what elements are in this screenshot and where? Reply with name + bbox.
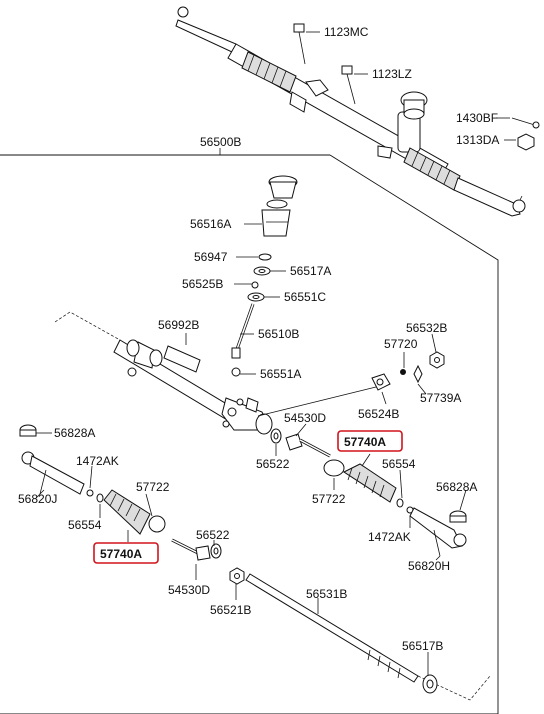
part-56510B-illustration (231, 303, 255, 359)
part-57740A-right-label: 57740A (344, 435, 386, 449)
part-56522-left-illustration (210, 543, 222, 559)
part-56992B-housing-illustration (54, 311, 381, 435)
part-56525B-illustration (251, 281, 259, 289)
part-1472AK-left-label: 1472AK (76, 454, 119, 468)
part-56522-right-illustration (270, 428, 282, 444)
part-56524B-label: 56524B (358, 407, 399, 421)
part-1123LZ-label: 1123LZ (372, 67, 412, 81)
assembly-frame (0, 148, 499, 714)
part-56517A-illustration (253, 266, 271, 276)
part-56522-left-label: 56522 (196, 528, 230, 542)
part-57740A-left-label: 57740A (100, 547, 142, 561)
part-1472AK-left-illustration (86, 489, 94, 497)
part-54530D-right-illustration (285, 433, 331, 458)
part-57739A-label: 57739A (420, 391, 461, 405)
part-56521B-label: 56521B (210, 603, 251, 617)
part-57740A-left-boot-illustration (103, 489, 151, 535)
part-56828A-left-label: 56828A (54, 426, 95, 440)
part-56516A-label: 56516A (190, 217, 231, 231)
part-56554-right-label: 56554 (382, 457, 416, 471)
part-56516A-illustration (261, 175, 298, 237)
part-56551C-illustration (247, 292, 265, 302)
highlight-57740A-left (93, 542, 159, 564)
part-56551A-label: 56551A (260, 367, 301, 381)
part-56947-illustration (258, 253, 272, 261)
part-56517B-label: 56517B (402, 639, 443, 653)
part-54530D-right-label: 54530D (284, 411, 326, 425)
part-57722-right-illustration (323, 459, 345, 477)
part-56525B-label: 56525B (182, 277, 223, 291)
part-1472AK-right-label: 1472AK (368, 530, 411, 544)
part-57720-label: 57720 (384, 337, 418, 351)
part-57722-left-label: 57722 (136, 480, 170, 494)
part-56531B-label: 56531B (306, 587, 347, 601)
leader-lines (35, 223, 467, 676)
part-56532B-illustration (429, 351, 445, 369)
part-56517B-illustration (422, 674, 438, 694)
part-56820J-illustration (21, 451, 85, 495)
part-56820H-illustration (409, 507, 467, 557)
part-56828A-left-illustration (19, 424, 37, 437)
part-56554-left-illustration (96, 493, 104, 503)
part-56820H-label: 56820H (408, 559, 450, 573)
highlight-57740A-right (337, 430, 403, 452)
part-1313DA-label: 1313DA (456, 133, 499, 147)
part-56522-right-label: 56522 (256, 457, 290, 471)
part-56947-label: 56947 (194, 250, 228, 264)
part-56524B-illustration (371, 373, 391, 391)
steering-gear-assembly-illustration (175, 6, 540, 217)
part-56554-left-label: 56554 (68, 518, 102, 532)
part-54530D-left-label: 54530D (168, 583, 210, 597)
part-56554-right-illustration (396, 498, 404, 508)
part-1430BF-label: 1430BF (456, 111, 498, 125)
part-54530D-left-illustration (171, 538, 211, 561)
part-56551C-label: 56551C (284, 290, 326, 304)
part-56992B-label: 56992B (158, 318, 199, 332)
part-57722-right-label: 57722 (312, 492, 346, 506)
part-56551A-illustration (231, 367, 241, 377)
part-56510B-label: 56510B (258, 327, 299, 341)
top-leaders (306, 31, 516, 141)
part-57722-left-illustration (148, 515, 166, 533)
part-56820J-label: 56820J (18, 492, 57, 506)
part-1123MC-label: 1123MC (324, 25, 369, 39)
part-56517A-label: 56517A (290, 264, 331, 278)
part-56828A-right-illustration (449, 510, 467, 523)
part-57740A-right-boot-illustration (342, 463, 397, 503)
part-57720-illustration (400, 369, 406, 375)
assembly-label: 56500B (200, 135, 241, 149)
part-56521B-illustration (229, 567, 245, 585)
part-56532B-label: 56532B (406, 321, 447, 335)
part-57739A-illustration (413, 364, 423, 384)
part-56828A-right-label: 56828A (436, 480, 477, 494)
part-56531B-rack-illustration (245, 573, 491, 701)
